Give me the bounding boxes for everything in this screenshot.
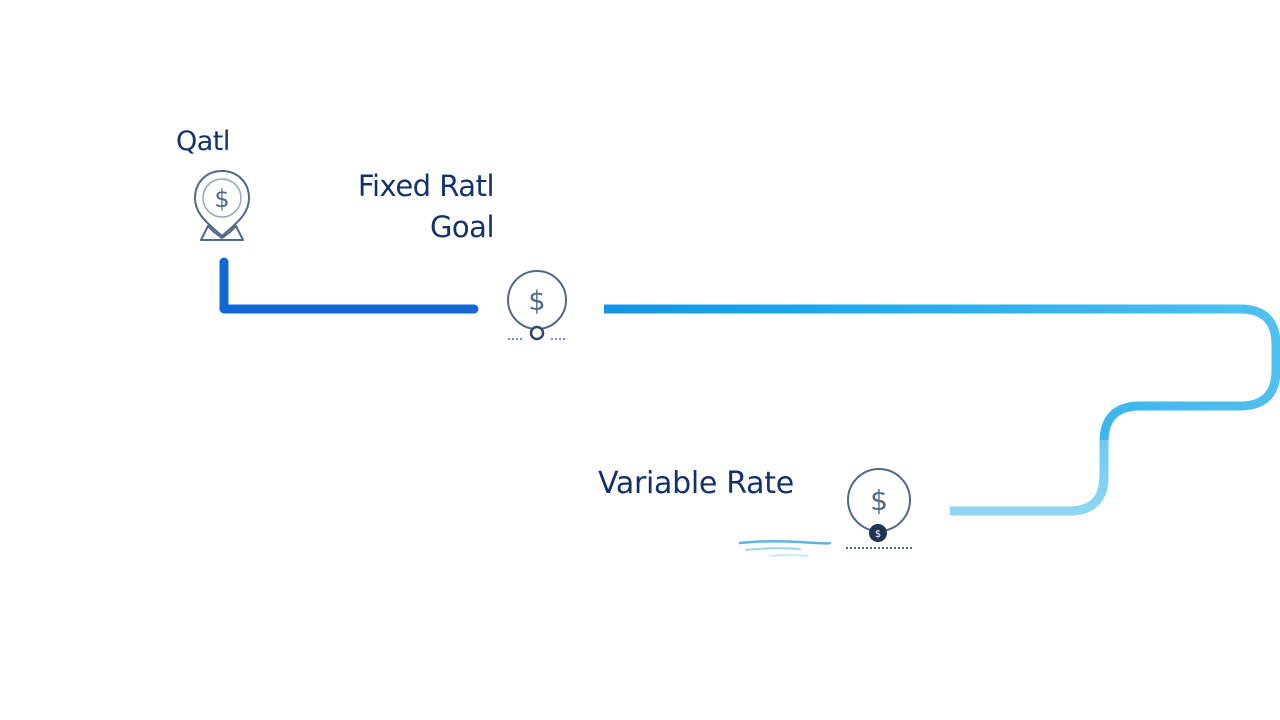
dollar-coin-icon: $ $ xyxy=(846,468,912,549)
variable-rate-label: Variable Rate xyxy=(598,466,794,501)
fixed-rate-label-line2: Goal xyxy=(429,210,495,244)
path-segment-end xyxy=(950,440,1109,516)
water-wave-decoration xyxy=(738,539,832,557)
dollar-pin-icon: $ xyxy=(193,169,251,241)
start-label: Qatl xyxy=(176,126,230,157)
fixed-rate-goal-label: Fixed Ratl Goal xyxy=(330,166,495,248)
currency-symbol: $ xyxy=(528,286,545,317)
path-segment-start xyxy=(219,257,479,314)
currency-symbol: $ xyxy=(214,185,229,213)
dollar-coin-icon: $ xyxy=(507,270,567,341)
fixed-rate-label-line1: Fixed Ratl xyxy=(357,169,495,203)
currency-symbol: $ xyxy=(870,484,888,517)
badge-symbol: $ xyxy=(875,529,881,540)
